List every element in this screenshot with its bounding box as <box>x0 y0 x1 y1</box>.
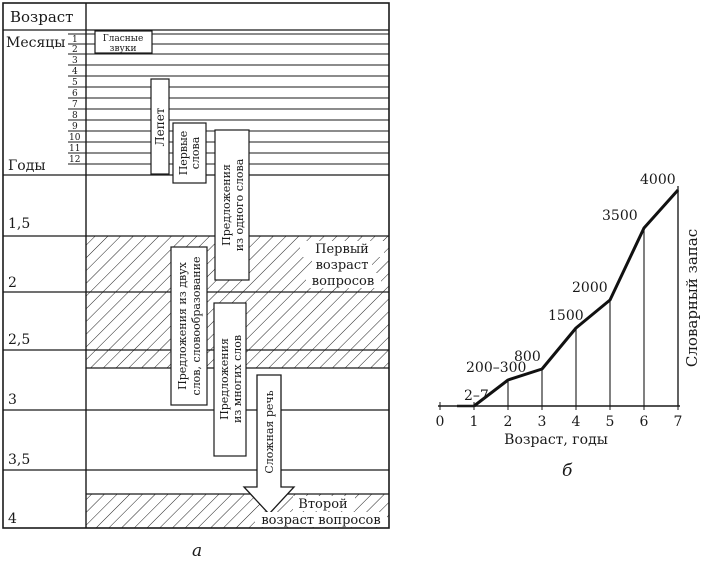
first-question-age-line1: Первый <box>315 242 369 257</box>
stage-two-word-line1: Предложения из двух <box>176 261 189 390</box>
month-number: 12 <box>69 155 80 165</box>
month-number: 5 <box>72 78 78 88</box>
first-question-age-line3: вопросов <box>312 274 374 289</box>
second-question-age-line2: возраст вопросов <box>261 513 380 528</box>
stage-vowels-line2: звуки <box>110 44 137 54</box>
data-label: 200–300 <box>466 360 526 376</box>
data-label: 3500 <box>602 208 638 224</box>
caption-a: а <box>192 541 202 561</box>
age-header: Возраст <box>10 8 73 26</box>
x-tick-label: 1 <box>470 414 479 430</box>
stage-babble-label: Лепет <box>153 107 167 146</box>
year-label: 4 <box>8 511 17 527</box>
year-label: 1,5 <box>8 216 30 232</box>
month-number: 6 <box>72 89 78 99</box>
stage-one-word-line1: Предложения <box>220 164 233 246</box>
first-question-age-line2: возраст <box>316 258 369 273</box>
x-tick-label: 6 <box>640 414 649 430</box>
x-tick-label: 7 <box>674 414 683 430</box>
x-tick-label: 0 <box>436 414 445 430</box>
series-line <box>473 188 680 408</box>
year-label: 3 <box>8 392 17 408</box>
data-label: 1500 <box>548 308 584 324</box>
x-axis-title: Возраст, годы <box>504 432 608 448</box>
diagram-a: Возраст Месяцы Годы 1 2 3 4 5 6 7 8 9 10… <box>2 2 390 561</box>
month-number: 1 <box>72 35 78 45</box>
year-labels: 1,5 2 2,5 3 3,5 4 <box>8 216 30 527</box>
month-number: 10 <box>69 133 81 143</box>
x-tick-label: 2 <box>504 414 513 430</box>
month-number: 8 <box>72 111 78 121</box>
caption-b: б <box>562 461 573 481</box>
y-axis-title: Словарный запас <box>683 229 701 367</box>
stage-babble: Лепет <box>150 78 170 175</box>
stage-two-word-line2: слов, словообразование <box>190 257 203 396</box>
stage-first-words: Первые слова <box>172 122 207 184</box>
month-number: 2 <box>72 45 78 55</box>
stage-two-word-sentences: Предложения из двух слов, словообразован… <box>170 246 208 406</box>
data-label: 2–7 <box>464 388 489 404</box>
stage-vowels: Гласные звуки <box>94 30 153 54</box>
month-number: 3 <box>72 56 78 66</box>
x-tick-label: 5 <box>606 414 615 430</box>
stage-first-words-line2: слова <box>189 136 202 169</box>
month-numbers: 1 2 3 4 5 6 7 8 9 10 11 12 <box>69 35 81 165</box>
years-label: Годы <box>8 158 45 174</box>
first-question-age-label: Первый возраст вопросов <box>300 241 384 289</box>
month-number: 11 <box>69 144 80 154</box>
stage-one-word-line2: из одного слова <box>233 158 246 251</box>
stage-one-word-sentences: Предложения из одного слова <box>214 129 250 281</box>
stage-multi-word-line2: из многих слов <box>231 335 244 423</box>
month-number: 9 <box>72 122 78 132</box>
stage-complex-speech-label: Сложная речь <box>263 390 276 473</box>
months-label: Месяцы <box>6 35 65 51</box>
data-label: 2000 <box>572 280 608 296</box>
stage-multi-word-sentences: Предложения из многих слов <box>213 302 247 457</box>
stage-vowels-line1: Гласные <box>103 34 144 44</box>
data-label: 800 <box>514 349 541 365</box>
year-label: 3,5 <box>8 452 30 468</box>
x-tick-label: 3 <box>538 414 547 430</box>
year-label: 2 <box>8 275 17 291</box>
year-label: 2,5 <box>8 332 30 348</box>
stage-first-words-line1: Первые <box>177 131 190 176</box>
stage-complex-speech-arrow: Сложная речь <box>242 374 296 515</box>
second-question-age-label: Второй возраст вопросов <box>255 496 387 528</box>
month-number: 7 <box>72 100 78 110</box>
stage-multi-word-line1: Предложения <box>218 338 231 420</box>
table-frame <box>2 2 390 529</box>
x-tick-label: 4 <box>572 414 581 430</box>
month-number: 4 <box>72 67 78 77</box>
second-question-age-line1: Второй <box>298 497 347 512</box>
data-label: 4000 <box>640 172 676 188</box>
